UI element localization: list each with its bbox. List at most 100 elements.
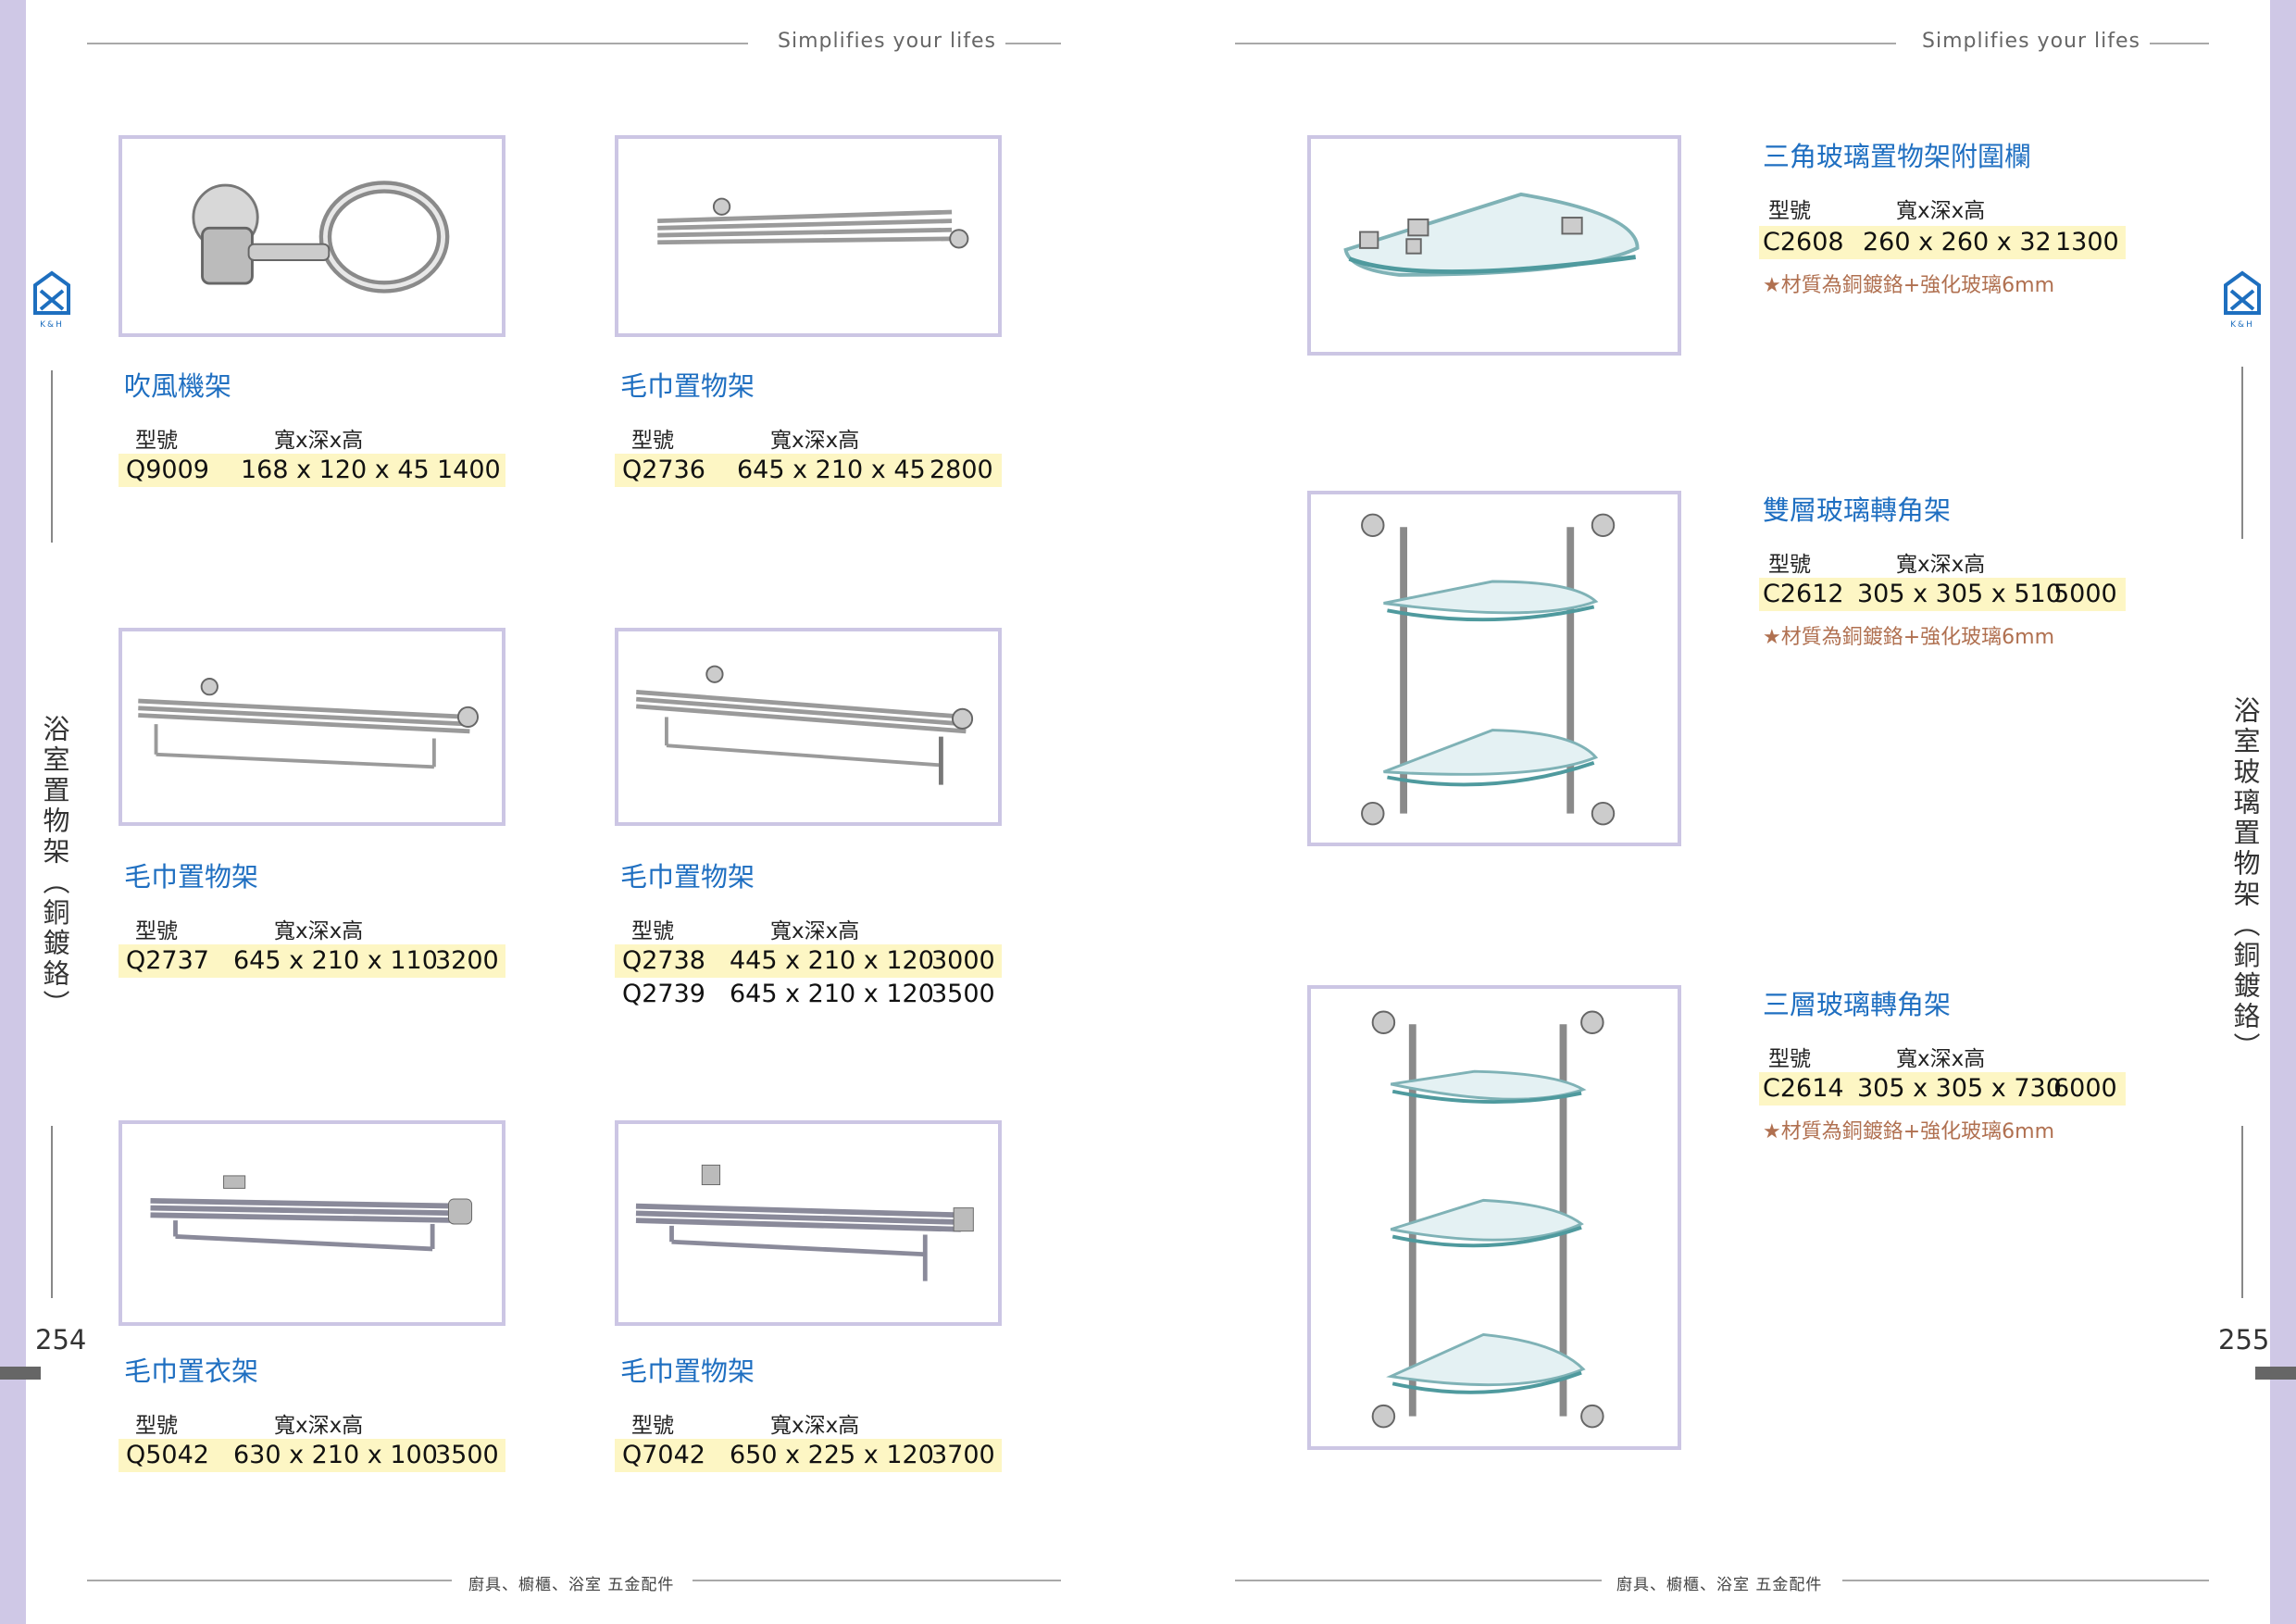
footer-text: 廚具、櫥櫃、浴室 五金配件 (1616, 1576, 1823, 1594)
header-rule (1235, 43, 1896, 44)
dims-header: 寬x深x高 (1896, 553, 1986, 577)
material-note: ★材質為銅鍍鉻+強化玻璃6mm (1763, 626, 2055, 649)
price: 5000 (2053, 580, 2117, 608)
dimensions: 445 x 210 x 120 (730, 946, 934, 975)
spec-row: Q2738 445 x 210 x 120 3000 (615, 944, 1002, 978)
three-tier-glass-corner-shelf-image (1307, 985, 1681, 1450)
page-number-left: 254 (35, 1324, 87, 1355)
model-header: 型號 (631, 1414, 674, 1438)
dimensions: 650 x 225 x 120 (730, 1441, 934, 1469)
footer-rule (1842, 1580, 2209, 1581)
section-title-left: 浴室置物架（銅鍍鉻） (39, 715, 70, 1020)
product-title: 雙層玻璃轉角架 (1763, 494, 1952, 526)
product-title: 毛巾置物架 (620, 370, 755, 402)
price: 3500 (435, 1441, 499, 1469)
spec-row: C2612 305 x 305 x 510 5000 (1759, 578, 2126, 611)
header-rule (1005, 43, 1061, 44)
model-header: 型號 (135, 919, 178, 943)
towel-shelf-with-bar-image (119, 628, 505, 826)
footer-text: 廚具、櫥櫃、浴室 五金配件 (468, 1576, 675, 1594)
price: 6000 (2053, 1074, 2117, 1103)
model-header: 型號 (631, 429, 674, 453)
model-header: 型號 (631, 919, 674, 943)
margin-rule (51, 370, 53, 543)
square-base-towel-shelf-image (615, 1120, 1002, 1326)
product-title: 三層玻璃轉角架 (1763, 989, 1952, 1020)
spec-row: Q2737 645 x 210 x 110 3200 (119, 944, 505, 978)
dimensions: 305 x 305 x 730 (1857, 1074, 2062, 1103)
dims-header: 寬x深x高 (1896, 1047, 1986, 1071)
model-number: Q9009 (126, 456, 209, 484)
dimensions: 645 x 210 x 45 (737, 456, 926, 484)
model-number: C2614 (1763, 1074, 1844, 1103)
price: 2800 (930, 456, 993, 484)
product-title: 三角玻璃置物架附圍欄 (1763, 141, 2032, 172)
header-rule (87, 43, 748, 44)
header-tagline: Simplifies your lifes (1922, 30, 2140, 53)
margin-rule (2241, 1126, 2243, 1298)
dimensions: 305 x 305 x 510 (1857, 580, 2062, 608)
two-tier-glass-corner-shelf-image (1307, 491, 1681, 846)
spec-row: Q7042 650 x 225 x 120 3700 (615, 1439, 1002, 1472)
model-number: Q2738 (622, 946, 705, 975)
brand-logo: K&H (31, 270, 72, 330)
price: 3700 (931, 1441, 995, 1469)
margin-rule (2241, 367, 2243, 539)
price: 3500 (931, 980, 995, 1008)
dims-header: 寬x深x高 (770, 429, 860, 453)
dimensions: 260 x 260 x 32 (1863, 228, 2052, 256)
dimensions: 645 x 210 x 120 (730, 980, 934, 1008)
model-number: Q2736 (622, 456, 705, 484)
price: 3200 (435, 946, 499, 975)
header-rule (2150, 43, 2209, 44)
product-title: 毛巾置衣架 (124, 1355, 259, 1387)
brand-logo: K&H (2222, 270, 2263, 330)
model-header: 型號 (135, 1414, 178, 1438)
spec-row: Q2739 645 x 210 x 120 3500 (615, 978, 1002, 1011)
model-header: 型號 (1768, 1047, 1811, 1071)
model-number: Q5042 (126, 1441, 209, 1469)
model-header: 型號 (135, 429, 178, 453)
model-number: Q2737 (126, 946, 209, 975)
model-number: Q7042 (622, 1441, 705, 1469)
material-note: ★材質為銅鍍鉻+強化玻璃6mm (1763, 1120, 2055, 1143)
page-tab-left (0, 1367, 41, 1380)
dimensions: 645 x 210 x 110 (233, 946, 438, 975)
dims-header: 寬x深x高 (770, 1414, 860, 1438)
header-tagline: Simplifies your lifes (778, 30, 996, 53)
footer-rule (1235, 1580, 1602, 1581)
page-number-right: 255 (2218, 1324, 2270, 1355)
spec-row: C2608 260 x 260 x 32 1300 (1759, 226, 2126, 259)
price: 1400 (437, 456, 501, 484)
spec-row: Q9009 168 x 120 x 45 1400 (119, 454, 505, 487)
price: 1300 (2055, 228, 2119, 256)
material-note: ★材質為銅鍍鉻+強化玻璃6mm (1763, 274, 2055, 297)
dims-header: 寬x深x高 (1896, 199, 1986, 223)
section-title-right: 浴室玻璃置物架（銅鍍鉻） (2229, 696, 2261, 1063)
spec-row: Q5042 630 x 210 x 100 3500 (119, 1439, 505, 1472)
hair-dryer-holder-image (119, 135, 505, 337)
towel-shelf-image (615, 135, 1002, 337)
dims-header: 寬x深x高 (274, 429, 364, 453)
product-title: 毛巾置物架 (620, 861, 755, 893)
dims-header: 寬x深x高 (274, 1414, 364, 1438)
model-header: 型號 (1768, 553, 1811, 577)
dimensions: 630 x 210 x 100 (233, 1441, 438, 1469)
left-page-edge (0, 0, 26, 1624)
corner-glass-shelf-image (1307, 135, 1681, 356)
right-page-edge (2270, 0, 2296, 1624)
margin-rule (51, 1126, 53, 1298)
product-title: 毛巾置物架 (124, 861, 259, 893)
product-title: 毛巾置物架 (620, 1355, 755, 1387)
model-number: C2608 (1763, 228, 1844, 256)
footer-rule (87, 1580, 452, 1581)
model-number: Q2739 (622, 980, 705, 1008)
product-title: 吹風機架 (124, 370, 232, 402)
dimensions: 168 x 120 x 45 (241, 456, 430, 484)
towel-shelf-with-bar-image (615, 628, 1002, 826)
model-number: C2612 (1763, 580, 1844, 608)
spec-row: C2614 305 x 305 x 730 6000 (1759, 1072, 2126, 1106)
dims-header: 寬x深x高 (274, 919, 364, 943)
towel-clothes-rack-image (119, 1120, 505, 1326)
footer-rule (693, 1580, 1061, 1581)
